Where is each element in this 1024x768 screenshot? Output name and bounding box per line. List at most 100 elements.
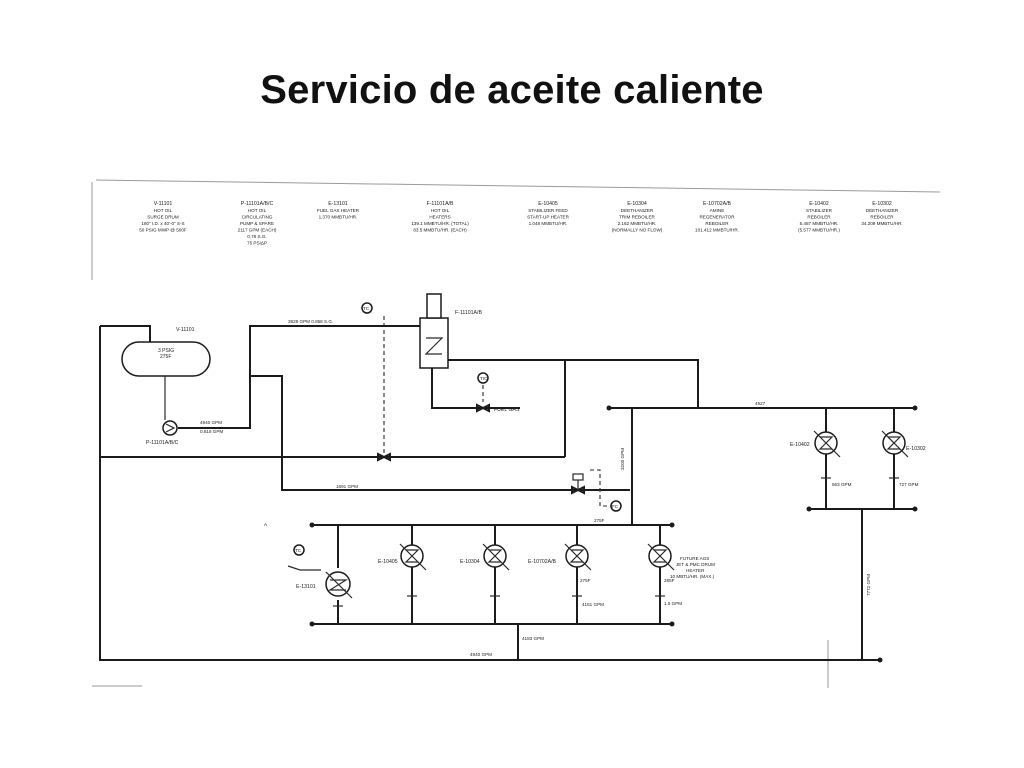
tic-label: TIC — [480, 376, 488, 381]
small-a-mark: A — [264, 522, 268, 527]
legend-line: TRIM REBOILER — [619, 215, 655, 220]
legend-line: DEETHANIZER — [866, 208, 899, 213]
legend-tag: F-11101A/B — [427, 201, 454, 207]
legend-line: 5.487 MMBTU/HR. — [800, 221, 839, 226]
exchanger-e10405 — [399, 543, 427, 571]
legend-line: CIRCULATING — [242, 215, 273, 220]
legend-tag: V-11101 — [154, 201, 173, 207]
legend-line: (5.577 MMBTU/HR.) — [798, 228, 840, 233]
header-flow: 3928 GPM 0.858 S.G. — [288, 319, 333, 324]
fc-label: FC — [612, 504, 619, 509]
legend-line: FUEL GAS HEATER — [317, 208, 360, 213]
legend-tag: E-10405 — [538, 201, 558, 207]
e10702-tag: E-10702A/B — [528, 559, 557, 565]
legend-tag: E-10702A/B — [703, 201, 732, 207]
e13101-tag: E-13101 — [296, 584, 316, 590]
legend-line: REGENERATOR — [699, 215, 735, 220]
legend-tag: E-10302 — [872, 201, 892, 207]
temp-285: 285F — [664, 578, 675, 583]
legend-line: 34.209 MMBTU/HR. — [861, 221, 902, 226]
legend-line: 2.162 MMBTU/HR. — [618, 221, 657, 226]
legend-line: REBOILER — [870, 215, 894, 220]
temp-275: 275F — [594, 518, 605, 523]
legend-line: STABILIZER FEED — [528, 208, 568, 213]
legend-line: 50 PSIG MWP @ 500F — [139, 228, 187, 233]
legend-line: 180" I.D. x 40'-0" S-S — [141, 221, 184, 226]
e10302-tag: E-10302 — [906, 446, 926, 452]
legend-line: 1.048 MMBTU/HR. — [529, 221, 568, 226]
hot-oil-surge-drum — [121, 341, 211, 420]
pump-tag: P-11101A/B/C — [146, 440, 179, 446]
e10405-tag: E-10405 — [378, 559, 398, 565]
slide-title: Servicio de aceite caliente — [260, 68, 764, 112]
e10402-tag: E-10402 — [790, 442, 810, 448]
flow-4183: 4183 GPM — [522, 636, 544, 641]
temp-275b: 275F — [580, 578, 591, 583]
legend-line: HOT OIL — [154, 208, 173, 213]
scan-border-lines — [91, 179, 941, 688]
legend-line: HOT OIL — [431, 208, 450, 213]
flow-4927: 4927 — [755, 401, 766, 406]
fuel-gas-label: FUEL GAS — [494, 407, 520, 413]
exchanger-e10304 — [482, 543, 510, 571]
legend-line: STABILIZER — [806, 208, 833, 213]
drum-tag: V-11101 — [176, 327, 195, 333]
exchanger-e10402 — [813, 430, 841, 458]
e10402-flow: 563 GPM — [832, 482, 852, 487]
flow-3200: 3200 GPM — [620, 448, 625, 470]
instruments — [293, 302, 622, 556]
future-flow: 1.5 GPM — [664, 601, 682, 606]
legend-line: HEATERS — [429, 215, 450, 220]
e10702-flow: 4161 GPM — [582, 602, 604, 607]
flow-4940: 4940 GPM — [470, 652, 492, 657]
legend-line: 83.5 MMBTU/HR. (EACH) — [413, 228, 467, 233]
exchanger-e10302 — [881, 430, 909, 458]
legend-line: START-UP HEATER — [527, 215, 569, 220]
legend-tag: E-10402 — [809, 201, 829, 207]
tc-label-2: TC — [295, 548, 302, 553]
legend-line: HOT OIL — [248, 208, 267, 213]
legend-line: 0.78 S.G. — [247, 234, 266, 239]
legend-tag: E-13101 — [328, 201, 348, 207]
circulating-pump — [162, 420, 178, 436]
e10304-tag: E-10304 — [460, 559, 480, 565]
pump-flow-1: 4940 GPM — [200, 420, 222, 425]
flow-1691: 1691 GPM — [336, 484, 358, 489]
exchanger-e13101 — [325, 571, 353, 599]
legend-line: REBOILER — [807, 215, 831, 220]
legend-line: 139.1 MMBTU/HR. (TOTAL) — [411, 221, 469, 226]
future-line-4: 10 MBTU/HR. (MAX.) — [670, 574, 715, 579]
legend-line: 1.370 MMBTU/HR. — [319, 215, 358, 220]
future-line-1: FUTURE AGS — [680, 556, 709, 561]
legend-tag: E-10304 — [627, 201, 647, 207]
legend-line: (NORMALLY NO FLOW) — [612, 228, 663, 233]
future-line-2: JET & PMC DRUM — [676, 562, 715, 567]
legend-line: AMINE — [710, 208, 725, 213]
legend-line: PUMP & SPARE — [240, 221, 274, 226]
future-line-3: HEATER — [686, 568, 705, 573]
legend-line: 101.412 MMBTU/HR. — [695, 228, 739, 233]
drum-pressure: 3 PSIG — [158, 348, 174, 354]
drum-temperature: 275F — [160, 354, 171, 360]
e10302-flow: 727 GPM — [899, 482, 919, 487]
pump-flow-2: 0.818 GPM — [200, 429, 223, 434]
leg-valves — [333, 477, 899, 607]
header-end-dots — [309, 405, 918, 663]
control-valves — [377, 403, 585, 495]
legend-line: SURGE DRUM — [147, 215, 179, 220]
legend-line: 75 PSIΔP — [247, 241, 267, 246]
legend-line: REBOILER — [705, 221, 729, 226]
legend-line: DEETHANIZER — [621, 208, 654, 213]
flow-7772: 7772 GPM — [866, 574, 871, 596]
